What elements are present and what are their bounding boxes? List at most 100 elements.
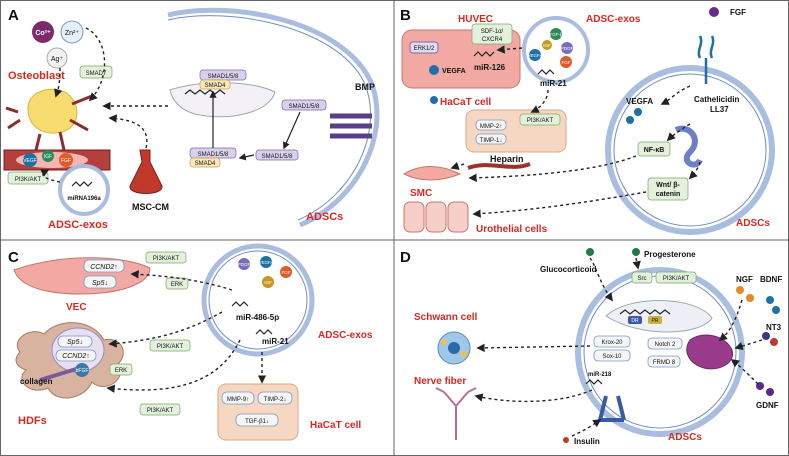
mmp9-pill [221,391,255,405]
erk-tag-c2 [109,363,133,376]
mir218-strand [585,379,603,385]
vegfa-label-huvec: VEGFA [442,68,466,75]
nerve-fiber [435,387,477,440]
urothelial-cell-3 [447,201,469,233]
co-ion [32,21,54,43]
bdnf-dot-1 [766,296,774,304]
vegfa-label-c: VEGFA [258,260,273,265]
catenin-label: catenin [656,191,681,198]
bdnf-label: BDNF [760,275,782,284]
fgf-dot-a [59,153,73,167]
urothelial-cell-1 [403,201,425,233]
dr-label: DR [631,318,639,324]
mirna196a-label: miRNA196a [67,196,101,202]
pi3k-akt-label-c3: PI3K/AKT [147,408,174,414]
sp5-pill-vec [83,275,117,289]
mmp2-pill [475,119,507,131]
panel-a-letter: A [8,7,19,24]
co-ion-label: Co²⁺ [35,30,51,37]
zn-ion [60,20,84,44]
nerve-fiber-label: Nerve fiber [414,376,466,387]
exos-to-vec-arrow [130,270,233,291]
erk12-label: ERK1/2 [414,46,435,52]
exos-to-huvec-arrow [496,45,523,54]
adsc-to-nerve-arrow [474,389,593,403]
fgf-to-vegfa-arrow [660,85,691,105]
heparin-to-smc-arrow [450,161,465,170]
msc-cm-flask [129,149,163,194]
pi3k-akt-tag-c2 [149,339,191,352]
smad4-complex [189,157,221,168]
panel-b-letter: B [400,7,411,24]
progesterone-arrow [632,257,641,270]
smad158-receptor-label: SMAD1/5/8 [289,104,320,110]
mmp2-label: MMP-2↑ [480,124,502,130]
notch2-label: Notch 2 [655,342,676,348]
ccnd2-pill-vec [83,259,125,273]
pi3k-akt-label-b: PI3K/AKT [527,118,554,124]
schwann-granule-2 [461,351,467,357]
osteoblast-processes [5,94,93,151]
bfgf-dot [75,363,89,377]
mir126-label: miR-126 [474,63,506,72]
bmp-label: BMP [355,82,375,92]
wnt-to-urothelial-arrow [472,191,647,218]
dna-strand-d [619,309,671,315]
mir21-to-hdf-arrow [106,339,241,393]
igf-label-a: IGF [44,154,52,160]
vegfa-dot-b [529,49,541,61]
fgf-dot-b [560,56,572,68]
vec-cell [13,257,151,295]
mirna-strand-a [71,181,93,187]
huvec-label: HUVEC [458,14,493,25]
schwann-granule-1 [441,339,447,345]
nt3-dot-1 [762,332,770,340]
cxcr4-label: CXCR4 [482,37,503,43]
vegfa-dot-c [260,256,272,268]
wnt-tag [647,177,689,201]
pr-receptor [648,316,662,324]
ag-ion [46,47,68,69]
vegfa-dot-r1 [634,108,642,116]
timp1-label: TIMP-1↓ [480,138,503,144]
smad7-label: SMAD7 [86,71,107,77]
igf-dot-a [42,150,54,162]
nt3-arrow [734,339,763,351]
mir218-label: miR-218 [588,372,612,378]
msc-cm-label: MSC-CM [132,202,169,212]
panel-a: A Co²⁺ Zn²⁺ Ag⁺ Osteoblast SMAD7 VEGF IG… [3,7,380,231]
ngf-label: NGF [736,275,753,284]
erk12-tag [409,41,439,54]
smad4-nucleus-label: SMAD4 [205,83,226,89]
pi3k-akt-tag-c1 [145,251,187,264]
smc-cell [402,166,462,181]
nt3-dot-2 [770,338,778,346]
vegfa-label-right: VEGFA [626,97,653,106]
fgf-receptor [697,35,715,84]
trk-receptor [686,334,734,370]
pr-label: PR [652,318,659,324]
pi3k-akt-label-c2: PI3K/AKT [157,344,184,350]
pi3k-akt-label-c1: PI3K/AKT [153,256,180,262]
urothelial-cell-2 [425,201,447,233]
heparin-label: Heparin [490,154,524,164]
smad158-complex-label: SMAD1/5/8 [198,152,229,158]
fgf-label-a: FGF [61,158,71,164]
adsc-exos-label-a: ADSC-exos [48,219,108,231]
erk-label-c1: ERK [171,282,183,288]
smad4-complex-label: SMAD4 [195,161,216,167]
glucocorticoid-arrow [589,257,614,302]
timp2-label: TIMP-2↓ [264,397,287,403]
fgf-label-top: FGF [730,8,746,17]
glucocorticoid-dot [586,248,594,256]
urothelial-label: Urothelial cells [476,224,548,235]
adsc-membrane-inner-a [167,15,372,221]
mmp9-label: MMP-9↑ [227,397,249,403]
tgfb1-pill [235,413,279,427]
insulin-arrow [571,419,602,437]
gdnf-dot-2 [766,388,774,396]
adsc-to-schwann-arrow [476,343,591,353]
osteoblast-cell [27,88,78,134]
ngf-dot-2 [746,294,754,302]
